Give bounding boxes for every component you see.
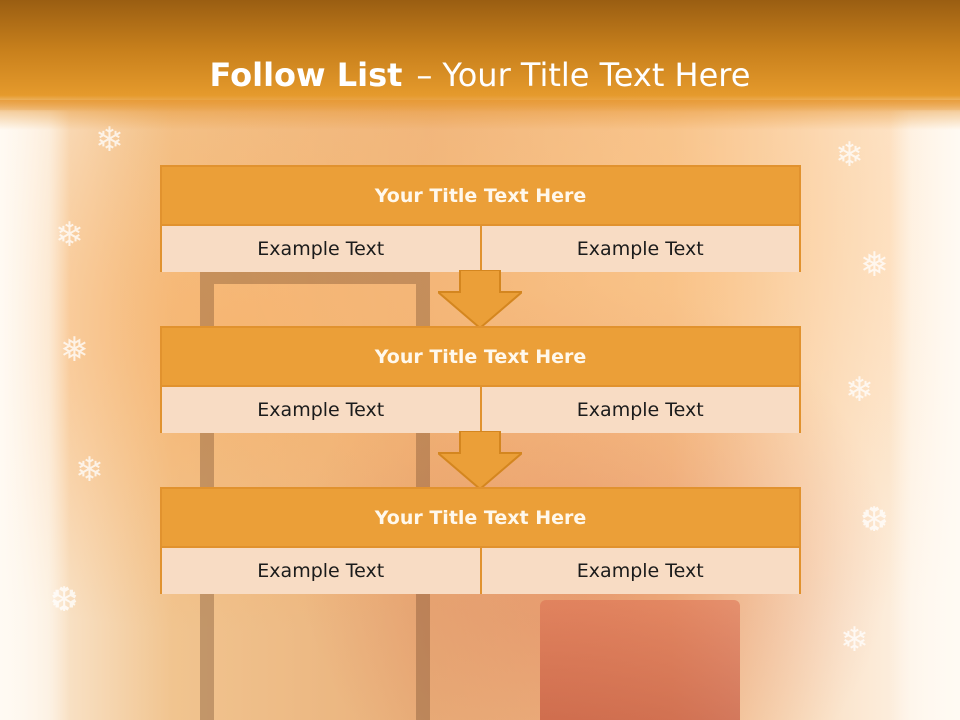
snow-frame-right <box>890 110 960 720</box>
block-cell-left: Example Text <box>162 548 480 594</box>
block-cell-right: Example Text <box>479 226 799 272</box>
snowflake-icon: ❄ <box>835 135 864 175</box>
title-bar <box>0 0 960 112</box>
snowflake-icon: ❄ <box>55 215 84 255</box>
title-separator: – <box>416 56 433 94</box>
down-arrow-icon <box>438 270 522 328</box>
block-title: Your Title Text Here <box>162 328 799 387</box>
snowflake-icon: ❄ <box>75 450 104 490</box>
block-row: Example Text Example Text <box>162 226 799 272</box>
block-row: Example Text Example Text <box>162 387 799 433</box>
snowflake-icon: ❄ <box>845 370 874 410</box>
snowflake-icon: ❄ <box>840 620 869 660</box>
list-block-3: Your Title Text Here Example Text Exampl… <box>160 487 801 594</box>
snowflake-icon: ❅ <box>60 330 89 370</box>
title-bold: Follow List <box>209 56 403 94</box>
snow-frame-left <box>0 110 70 720</box>
block-title: Your Title Text Here <box>162 167 799 226</box>
block-cell-right: Example Text <box>479 548 799 594</box>
block-title: Your Title Text Here <box>162 489 799 548</box>
snowflake-icon: ❆ <box>860 500 889 540</box>
block-cell-right: Example Text <box>479 387 799 433</box>
slide-title: Follow List–Your Title Text Here <box>0 54 960 96</box>
down-arrow-icon <box>438 431 522 489</box>
glass-silhouette <box>540 600 740 720</box>
block-cell-left: Example Text <box>162 387 480 433</box>
list-block-2: Your Title Text Here Example Text Exampl… <box>160 326 801 433</box>
title-bar-fade <box>0 100 960 130</box>
block-cell-left: Example Text <box>162 226 480 272</box>
list-block-1: Your Title Text Here Example Text Exampl… <box>160 165 801 272</box>
snowflake-icon: ❅ <box>860 245 889 285</box>
snowflake-icon: ❆ <box>50 580 79 620</box>
title-rest: Your Title Text Here <box>442 56 751 94</box>
block-row: Example Text Example Text <box>162 548 799 594</box>
